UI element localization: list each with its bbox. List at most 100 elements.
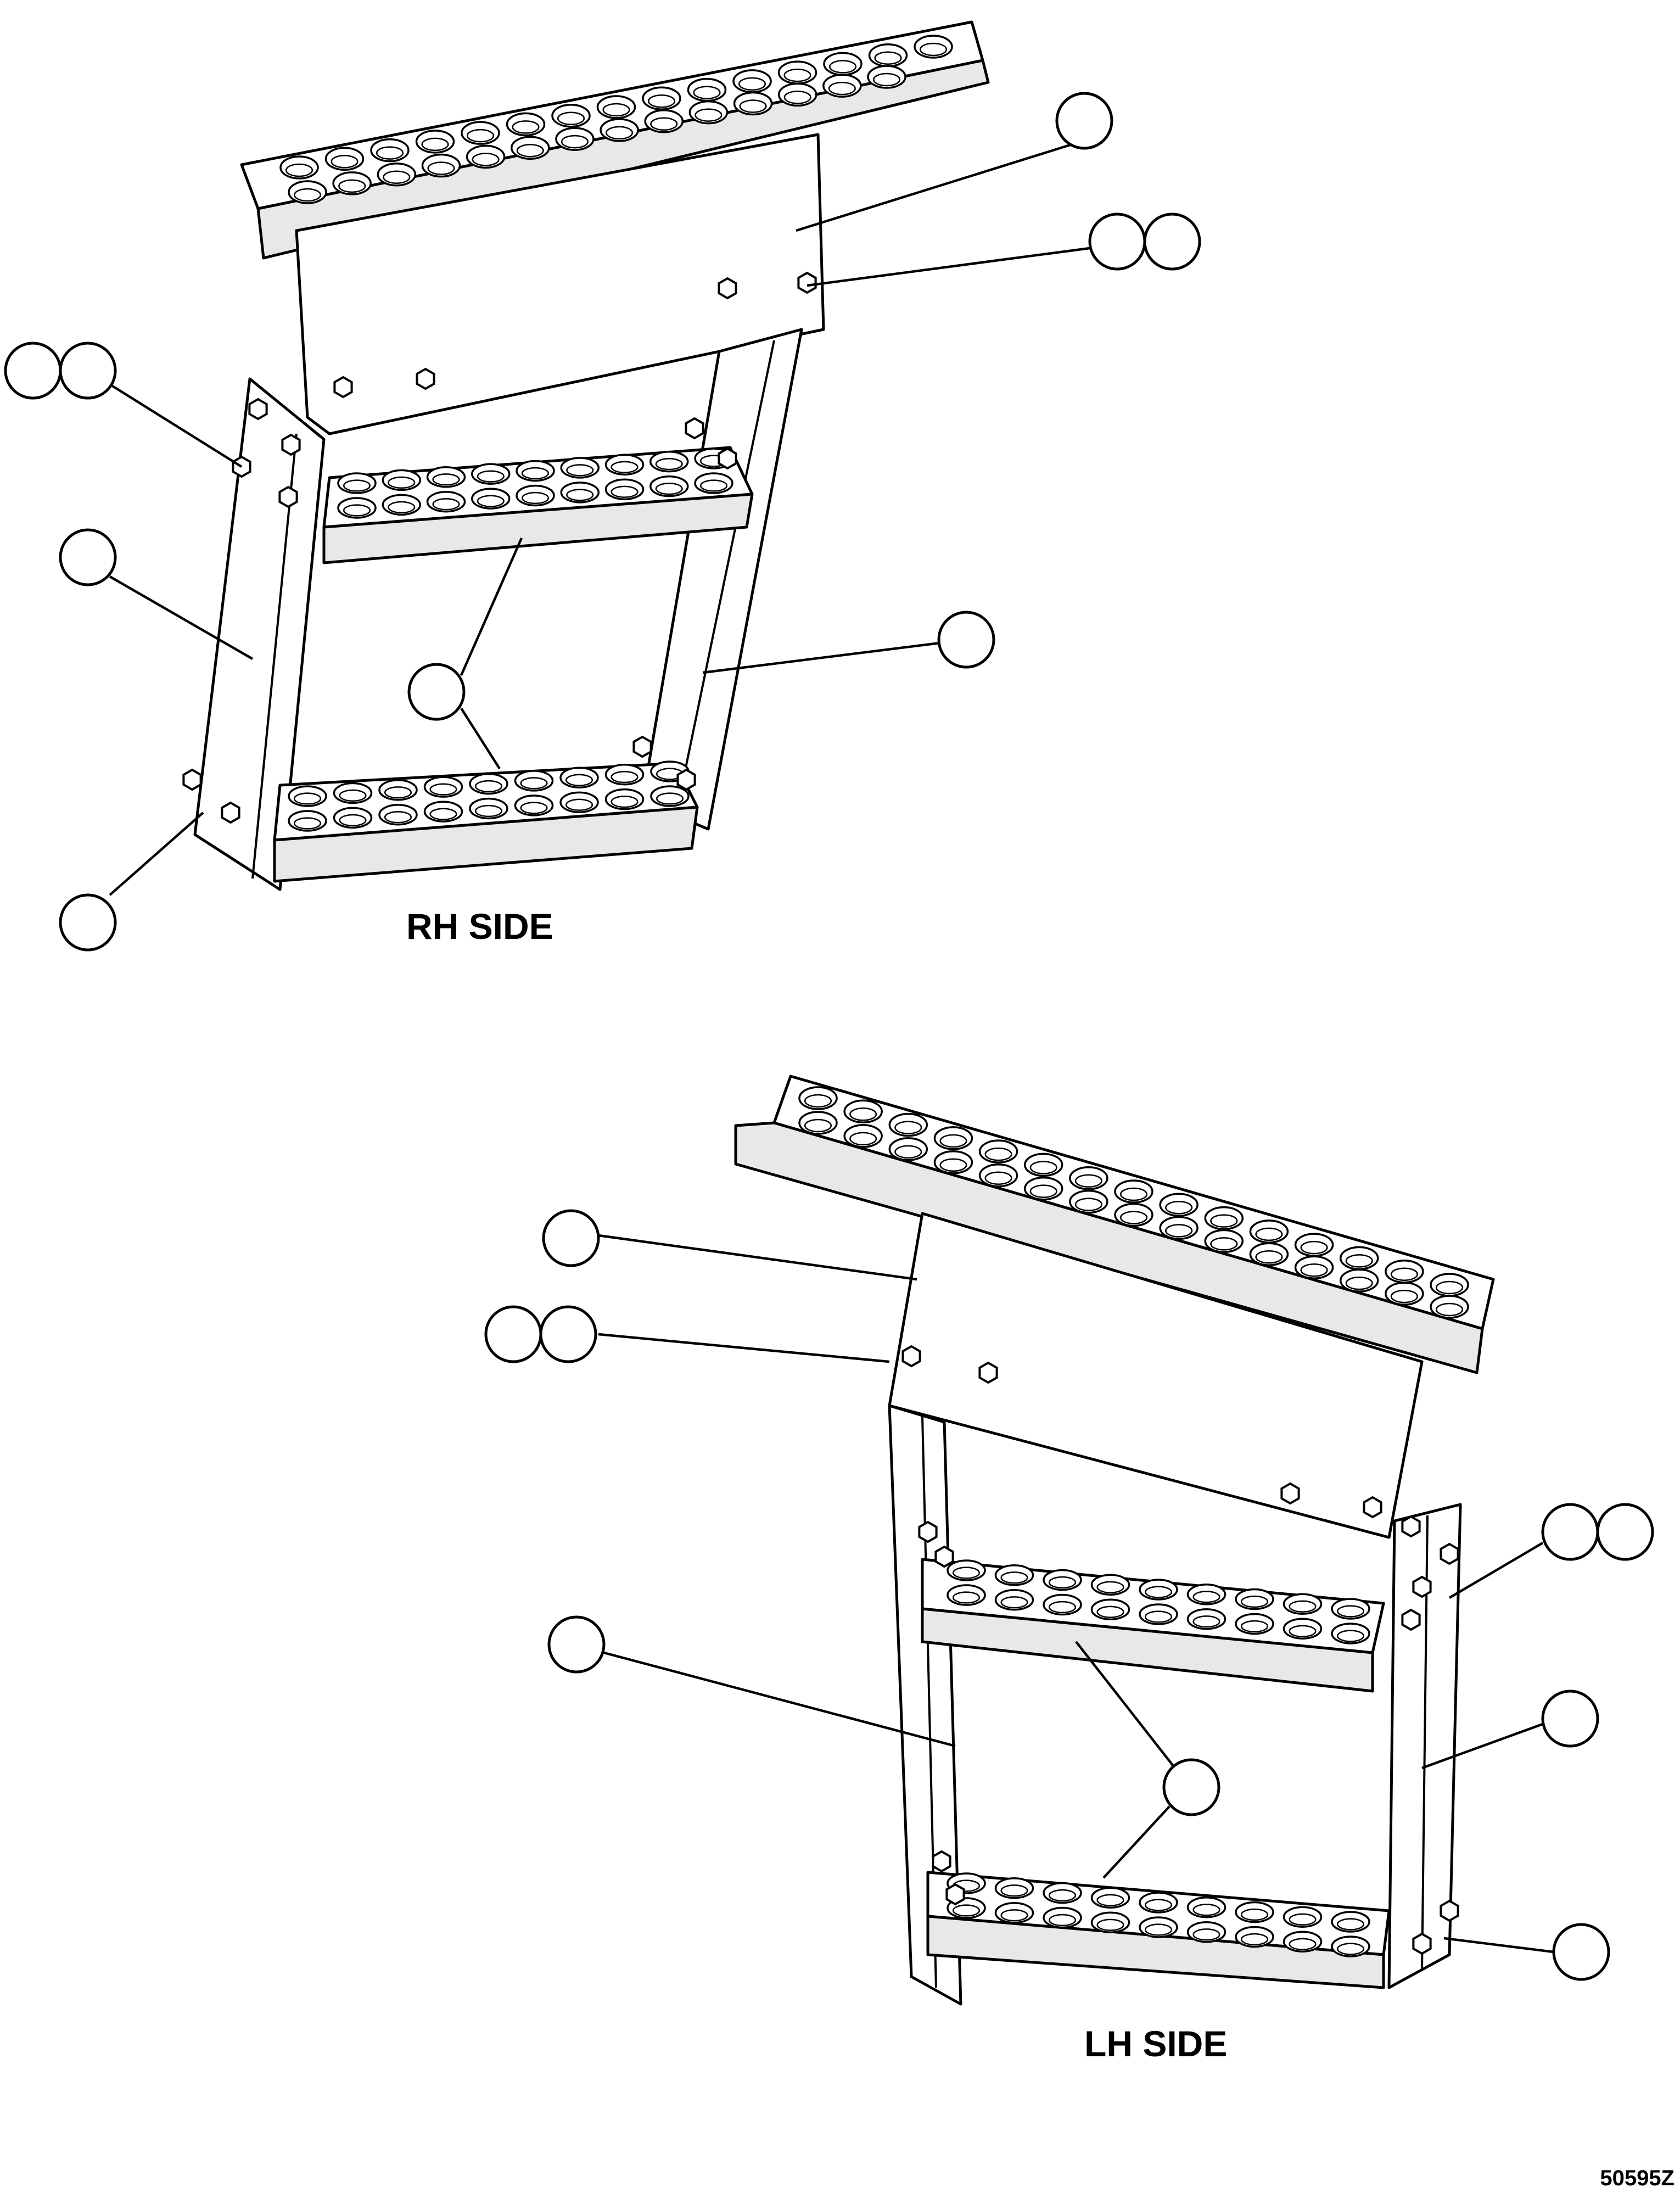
tread-hole-inner [1029,1161,1057,1174]
tread-hole-inner [1336,1630,1365,1642]
tread-hole [1204,1229,1244,1254]
tread-hole-inner [1210,1214,1238,1228]
tread-hole [688,100,729,125]
rh-left-side-rail [193,377,326,891]
tread-hole [426,491,466,513]
tread-hole-inner [894,1121,922,1134]
lh-callout-balloon [484,1305,542,1363]
tread-hole [1069,1189,1108,1214]
tread-hole-inner [1336,1943,1365,1955]
tread-hole-inner [894,1145,922,1159]
tread-hole [1430,1273,1469,1297]
tread-hole [288,785,327,807]
tread-hole [888,1112,928,1137]
tread-hole-inner [1074,1174,1102,1188]
tread-hole-inner [472,153,500,166]
tread-hole-inner [339,789,367,802]
lh-callout-balloon [1541,1503,1599,1561]
tread-hole-inner [293,188,322,202]
tread-hole-inner [520,802,548,814]
tread-hole-inner [939,1158,967,1172]
tread-hole-inner [984,1171,1012,1185]
rh-right-side-rail [641,328,803,831]
tread-hole-inner [1240,1933,1269,1946]
tread-hole [555,127,595,151]
tread-hole [978,1163,1018,1188]
tread-hole-inner [1192,1615,1220,1628]
tread-hole-inner [611,461,639,473]
tread-hole-inner [1096,1918,1124,1931]
tread-hole-inner [1048,1889,1077,1902]
tread-hole-inner [388,476,416,489]
tread-hole-inner [1336,1918,1365,1931]
tread-hole-inner [656,792,684,805]
tread-hole-inner [1192,1928,1220,1941]
tread-hole-inner [561,135,589,149]
tread-hole-inner [331,155,359,169]
lh-callout-balloon [1596,1503,1654,1561]
lh-callout-balloon [1162,1758,1220,1816]
tread-hole-inner [939,1134,967,1148]
rh-mounting-plate [295,133,825,435]
tread-hole-inner [384,786,412,799]
tread-hole-inner [1000,1884,1028,1897]
tread-hole [514,770,554,792]
tread-hole [843,1099,883,1124]
tread-hole [933,1126,973,1150]
tread-hole-inner [338,179,366,193]
tread-hole-inner [1390,1267,1418,1281]
tread-hole-inner [566,489,594,501]
tread-hole-inner [647,94,676,108]
bolt-icon [1401,1608,1421,1631]
tread-hole [426,466,466,488]
tread-hole [644,109,684,133]
tread-hole [1385,1282,1424,1306]
tread-hole [1186,1608,1227,1630]
lh-callout-balloon [539,1305,597,1363]
tread-hole-inner [611,795,639,808]
tread-hole [461,121,500,145]
tread-hole [1043,1882,1082,1904]
tread-hole [823,52,863,76]
tread-hole [1023,1176,1063,1201]
tread-hole-inner [1300,1263,1328,1277]
tread-hole [994,1877,1034,1899]
rh-callout-balloon [4,342,62,400]
rh-callout-balloon [59,893,117,952]
lh-callout-balloon [1541,1689,1599,1748]
tread-hole-inner [1289,1913,1317,1926]
tread-hole [1283,1906,1323,1928]
tread-hole [333,807,373,829]
tread-hole [423,776,463,798]
tread-hole-inner [804,1118,832,1133]
tread-hole-inner [1144,1610,1173,1623]
bolt-icon [416,367,435,390]
tread-hole-inner [655,482,683,495]
tread-hole [288,810,327,832]
tread-hole [1331,1598,1370,1620]
tread-hole-inner [1192,1591,1220,1603]
tread-hole [777,60,817,85]
tread-hole-inner [611,485,639,498]
bolt-icon [932,1850,951,1873]
tread-hole [1114,1179,1153,1204]
tread-hole-inner [388,501,416,514]
tread-hole [1090,1574,1130,1596]
bolt-icon [934,1545,954,1568]
tread-hole [798,1086,838,1110]
tread-hole [382,469,421,491]
tread-hole-inner [1074,1198,1102,1211]
tread-hole-inner [557,111,585,125]
tread-hole [822,74,862,98]
lh-bottom-tread [926,1871,1391,1989]
tread-hole [324,147,365,171]
tread-hole-inner [477,495,505,507]
lh-top-tread [734,1075,1495,1374]
tread-hole [1090,1598,1130,1620]
tread-hole [471,488,511,510]
tread-hole-inner [1096,1894,1124,1906]
tread-hole-inner [521,467,550,480]
tread-hole-inner [783,91,811,104]
tread-hole-inner [1300,1240,1328,1255]
